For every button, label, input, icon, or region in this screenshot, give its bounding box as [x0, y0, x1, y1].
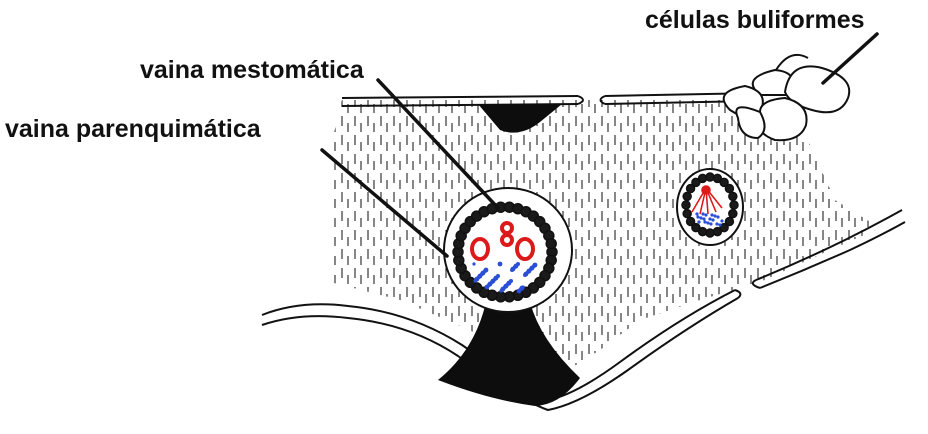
sheath-cell	[725, 185, 733, 193]
phloem-dot	[713, 214, 716, 217]
phloem-dot	[710, 213, 713, 216]
label-vaina-parenquimatica: vaina parenquimática	[5, 117, 261, 142]
sheath-cell	[729, 192, 737, 200]
label-celulas-buliformes: células buliformes	[645, 8, 865, 33]
sheath-cell	[730, 201, 738, 209]
phloem-dot	[711, 218, 714, 221]
phloem-dot	[715, 222, 718, 225]
phloem-dot	[498, 262, 503, 267]
phloem-dot	[720, 219, 723, 222]
sheath-cell	[546, 239, 556, 249]
phloem-dot	[472, 262, 475, 265]
phloem-dot	[702, 217, 705, 220]
phloem-dot	[709, 222, 712, 225]
phloem-dot	[523, 273, 527, 277]
phloem-dot	[716, 215, 719, 218]
phloem-dot	[510, 268, 514, 272]
sheath-cell	[713, 228, 721, 236]
phloem-dot	[704, 213, 707, 216]
phloem-dot	[695, 212, 698, 215]
small-vascular-bundle	[677, 169, 743, 245]
phloem-dot	[499, 289, 502, 292]
phloem-dot	[703, 220, 706, 223]
phloem-dot	[697, 220, 700, 223]
label-vaina-mestomatica: vaina mestomática	[140, 58, 364, 83]
mesophyll-tissue	[320, 95, 890, 385]
large-vascular-bundle	[444, 188, 572, 312]
sheath-cell	[683, 192, 691, 200]
phloem-dot	[718, 223, 721, 226]
phloem-dot	[696, 215, 699, 218]
sheath-cell	[682, 201, 690, 209]
phloem-dot	[699, 216, 702, 219]
phloem-dot	[706, 221, 709, 224]
leader-line-bulliform	[823, 34, 877, 83]
phloem-dot	[485, 285, 490, 290]
sheath-cell	[729, 210, 737, 218]
sheath-cell	[699, 174, 707, 182]
sheath-cell	[683, 210, 691, 218]
phloem-dot	[708, 217, 711, 220]
phloem-dot	[701, 212, 704, 215]
sheath-cell	[706, 229, 714, 237]
bulliform-cells	[724, 55, 850, 140]
sheath-cell	[706, 173, 714, 181]
phloem-dot	[473, 279, 476, 282]
phloem-dot	[517, 289, 522, 294]
sheath-cell	[687, 217, 695, 225]
